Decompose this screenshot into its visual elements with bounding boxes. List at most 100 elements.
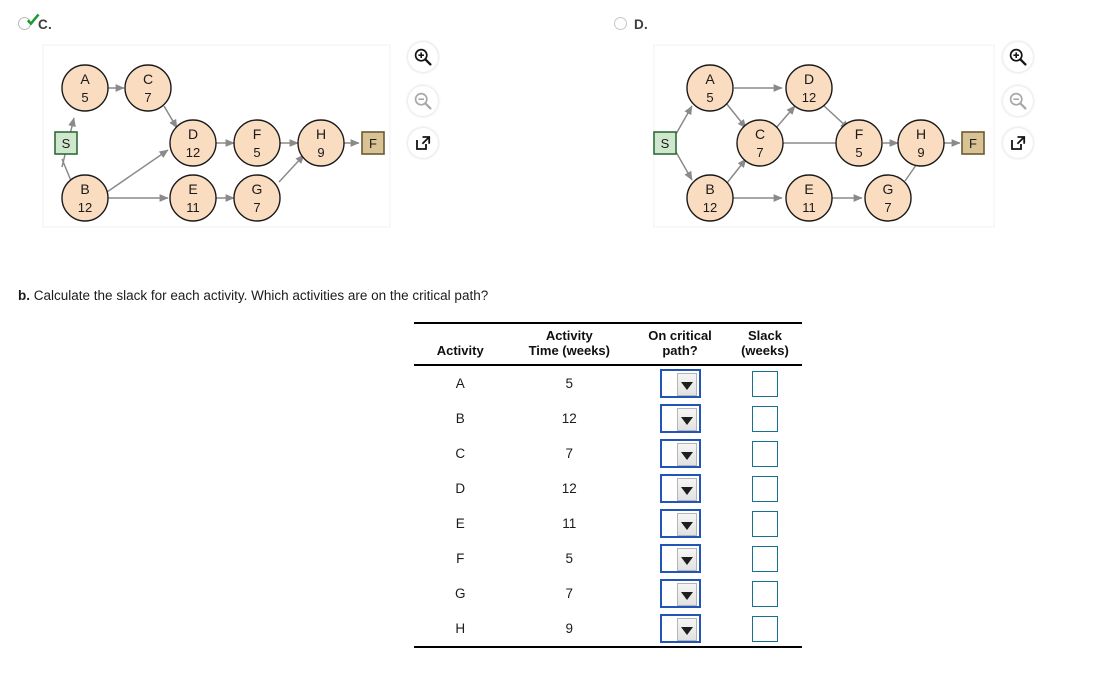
header-slack: Slack (weeks) — [728, 323, 802, 365]
chevron-down-icon[interactable] — [676, 373, 697, 396]
table-row: D 12 — [414, 471, 802, 506]
zoom-out-button-d[interactable] — [1003, 86, 1033, 116]
diagram-c-node-d: D 12 — [169, 119, 217, 167]
slack-table: Activity Activity Time (weeks) On critic… — [414, 322, 802, 648]
slack-input[interactable] — [751, 405, 778, 432]
diagram-d-node-c: C 7 — [736, 119, 784, 167]
cell-activity: G — [454, 586, 466, 601]
cell-activity-time: 5 — [565, 376, 574, 391]
critical-path-dropdown[interactable] — [659, 439, 701, 468]
svg-text:C: C — [755, 126, 765, 142]
critical-path-dropdown[interactable] — [659, 474, 701, 503]
svg-text:G: G — [883, 181, 894, 197]
chevron-down-icon[interactable] — [676, 583, 697, 606]
diagram-c-node-c: C 7 — [124, 64, 172, 112]
cell-on-critical-path — [632, 471, 728, 506]
svg-text:S: S — [62, 136, 71, 151]
svg-text:D: D — [188, 126, 198, 142]
cell-on-critical-path — [632, 541, 728, 576]
diagram-d-node-f: F 5 — [835, 119, 883, 167]
cell-slack — [728, 576, 802, 611]
cell-slack — [728, 401, 802, 436]
diagram-c-finish-node: F — [361, 131, 385, 155]
svg-text:5: 5 — [855, 145, 862, 160]
question-b: b. Calculate the slack for each activity… — [18, 288, 488, 303]
slack-input[interactable] — [751, 615, 778, 642]
svg-text:F: F — [369, 136, 377, 151]
diagram-c-node-g: G 7 — [233, 174, 281, 222]
svg-text:F: F — [253, 126, 262, 142]
zoom-in-button-c[interactable] — [408, 42, 438, 72]
cell-slack — [728, 541, 802, 576]
svg-text:B: B — [705, 181, 714, 197]
slack-input[interactable] — [751, 580, 778, 607]
diagram-c-node-e: E 11 — [169, 174, 217, 222]
slack-input[interactable] — [751, 545, 778, 572]
svg-text:E: E — [804, 181, 813, 197]
cell-activity: F — [456, 551, 465, 566]
svg-text:S: S — [661, 136, 670, 151]
critical-path-dropdown[interactable] — [659, 544, 701, 573]
zoom-out-icon — [1009, 92, 1027, 110]
table-row: G 7 — [414, 576, 802, 611]
cell-activity: B — [455, 411, 465, 426]
cell-slack — [728, 471, 802, 506]
zoom-in-button-d[interactable] — [1003, 42, 1033, 72]
header-activity-time-line2: Time (weeks) — [528, 343, 610, 358]
critical-path-dropdown[interactable] — [659, 369, 701, 398]
svg-text:F: F — [855, 126, 864, 142]
diagram-c-node-h: H 9 — [297, 119, 345, 167]
slack-input[interactable] — [751, 475, 778, 502]
cell-on-critical-path — [632, 611, 728, 647]
cell-activity-time: 7 — [565, 446, 574, 461]
svg-text:5: 5 — [81, 90, 88, 105]
cell-on-critical-path — [632, 401, 728, 436]
svg-text:7: 7 — [144, 90, 151, 105]
svg-text:7: 7 — [756, 145, 763, 160]
network-diagram-c: S A 5 C 7 D 12 F 5 H 9 B — [0, 40, 392, 230]
zoom-out-button-c[interactable] — [408, 86, 438, 116]
critical-path-dropdown[interactable] — [659, 404, 701, 433]
cell-slack — [728, 436, 802, 471]
chevron-down-icon[interactable] — [676, 408, 697, 431]
chevron-down-icon[interactable] — [676, 478, 697, 501]
svg-text:H: H — [916, 126, 926, 142]
cell-on-critical-path — [632, 436, 728, 471]
svg-text:12: 12 — [703, 200, 717, 215]
diagram-d-node-b: B 12 — [686, 174, 734, 222]
cell-on-critical-path — [632, 506, 728, 541]
chevron-down-icon[interactable] — [676, 443, 697, 466]
chevron-down-icon[interactable] — [676, 618, 697, 641]
svg-text:12: 12 — [802, 90, 816, 105]
option-label-c[interactable]: C. — [38, 17, 52, 32]
svg-text:9: 9 — [317, 145, 324, 160]
svg-text:12: 12 — [78, 200, 92, 215]
cell-activity-time: 7 — [565, 586, 574, 601]
cell-slack — [728, 506, 802, 541]
header-activity: Activity — [436, 343, 484, 358]
critical-path-dropdown[interactable] — [659, 579, 701, 608]
svg-text:G: G — [252, 181, 263, 197]
slack-input[interactable] — [751, 440, 778, 467]
radio-option-d[interactable] — [614, 17, 627, 30]
popout-button-c[interactable] — [408, 128, 438, 158]
radio-option-c[interactable] — [18, 17, 31, 30]
critical-path-dropdown[interactable] — [659, 614, 701, 643]
chevron-down-icon[interactable] — [676, 548, 697, 571]
svg-text:C: C — [143, 71, 153, 87]
table-row: F 5 — [414, 541, 802, 576]
table-row: H 9 — [414, 611, 802, 647]
header-on-critical-path-line2: path? — [662, 343, 698, 358]
slack-input[interactable] — [751, 510, 778, 537]
popout-button-d[interactable] — [1003, 128, 1033, 158]
chevron-down-icon[interactable] — [676, 513, 697, 536]
svg-text:A: A — [80, 71, 90, 87]
table-row: C 7 — [414, 436, 802, 471]
slack-input[interactable] — [751, 370, 778, 397]
header-on-critical-path: On critical path? — [632, 323, 728, 365]
critical-path-dropdown[interactable] — [659, 509, 701, 538]
cell-activity: D — [455, 481, 466, 496]
zoom-in-icon — [414, 48, 432, 66]
option-label-d[interactable]: D. — [634, 17, 648, 32]
svg-text:11: 11 — [186, 200, 200, 215]
